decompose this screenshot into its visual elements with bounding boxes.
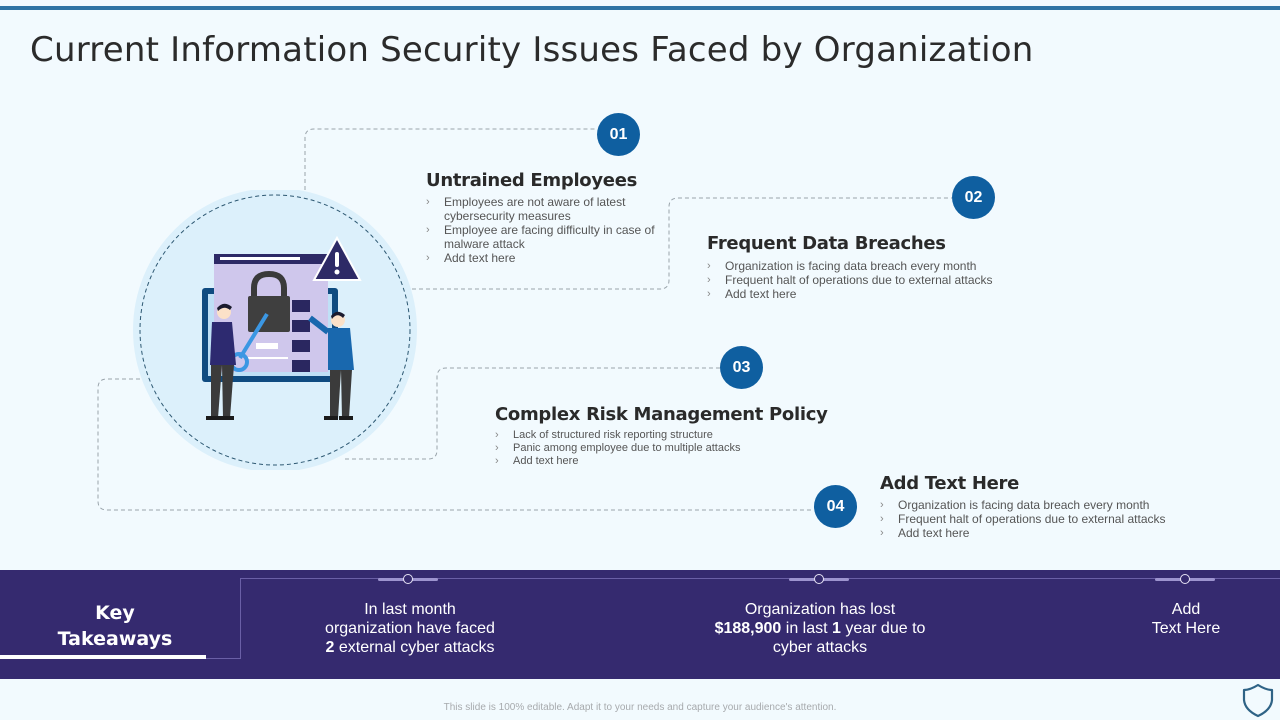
security-illustration [132,188,418,472]
bullet-item: Add text here [707,287,1007,301]
footer-note: This slide is 100% editable. Adapt it to… [443,702,837,713]
issue-number-badge: 01 [597,113,640,156]
takeaway-text: year due to [840,620,926,637]
takeaways-frame-line [240,578,1280,659]
page-title: Current Information Security Issues Face… [30,30,1034,70]
issue-bullet-list: Organization is facing data breach every… [707,259,1007,301]
bullet-item: Add text here [495,455,795,468]
takeaway-text-line: Add [1171,601,1201,618]
shield-icon [1241,682,1275,718]
takeaway-node-marker [1155,574,1215,584]
issue-number-badge: 04 [814,485,857,528]
bullet-item: Panic among employee due to multiple att… [495,442,795,455]
takeaway-text: in last [781,620,832,637]
issue-number-badge: 02 [952,176,995,219]
bullet-item: Add text here [426,251,666,265]
takeaway-text-line: Organization has lost [744,601,896,618]
issue-bullet-list: Lack of structured risk reporting struct… [495,429,795,468]
takeaway-item: Organization has lost $188,900 in last 1… [680,600,960,657]
key-takeaways-underline [0,655,206,659]
top-accent-bar [0,6,1280,10]
key-takeaways-panel: Key Takeaways In last month organization… [0,570,1280,679]
takeaway-node-marker [378,574,438,584]
issue-number-badge: 03 [720,346,763,389]
takeaway-item: In last month organization have faced 2 … [290,600,530,657]
bullet-item: Organization is facing data breach every… [880,498,1180,512]
issue-title: Untrained Employees [426,170,638,191]
takeaway-text-line: cyber attacks [772,639,868,656]
key-takeaways-title-line2: Takeaways [57,628,173,650]
bullet-item: Employee are facing difficulty in case o… [426,223,666,251]
key-takeaways-title: Key Takeaways [0,600,230,652]
bullet-item: Lack of structured risk reporting struct… [495,429,795,442]
issue-bullet-list: Organization is facing data breach every… [880,498,1180,540]
key-takeaways-title-line1: Key [95,602,135,624]
takeaway-highlight: 1 [832,620,841,637]
takeaway-text-line: 2 external cyber attacks [290,638,530,657]
takeaway-highlight: 2 [325,639,335,656]
takeaway-text-line: Text Here [1151,620,1221,637]
issue-title: Add Text Here [880,473,1020,494]
takeaways-frame-connector [206,658,241,659]
bullet-item: Frequent halt of operations due to exter… [707,273,1007,287]
takeaway-highlight: $188,900 [714,620,782,637]
takeaway-node-marker [789,574,849,584]
bullet-item: Frequent halt of operations due to exter… [880,512,1180,526]
takeaway-text-line: In last month [364,601,456,618]
issue-title: Frequent Data Breaches [707,233,946,254]
bullet-item: Organization is facing data breach every… [707,259,1007,273]
issue-title: Complex Risk Management Policy [495,404,828,425]
takeaway-text-line: organization have faced [325,620,495,637]
bullet-item: Add text here [880,526,1180,540]
takeaway-text-line: $188,900 in last 1 year due to [680,619,960,638]
issue-bullet-list: Employees are not aware of latest cybers… [426,195,666,265]
bullet-item: Employees are not aware of latest cybers… [426,195,666,223]
takeaway-text: external cyber attacks [334,639,495,656]
takeaway-item: Add Text Here [1120,600,1252,638]
